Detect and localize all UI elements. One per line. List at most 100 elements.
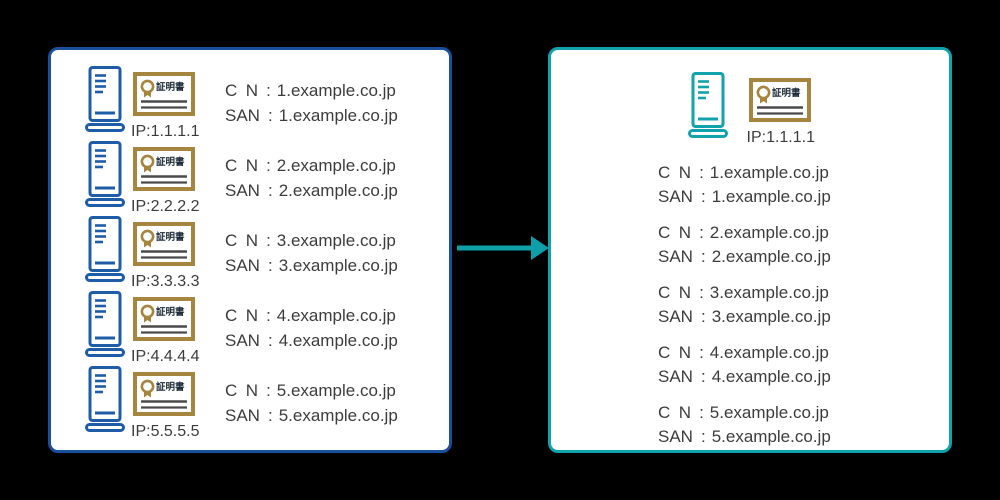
cn-value: 3.example.co.jp <box>709 283 829 302</box>
certificate-block: IP:3.3.3.3 <box>131 214 200 291</box>
certificate-icon <box>133 222 195 266</box>
server-icon <box>85 66 125 132</box>
certificate-block: IP:1.1.1.1 <box>131 64 200 141</box>
server-icon <box>85 141 125 207</box>
colon-separator: : <box>699 343 704 362</box>
certificate-block: IP:4.4.4.4 <box>131 289 200 366</box>
cn-line: C N:1.example.co.jp <box>658 161 949 185</box>
colon-separator: : <box>267 406 273 425</box>
cn-label: C N <box>658 403 692 422</box>
san-label: SAN <box>225 106 260 125</box>
san-value: 3.example.co.jp <box>711 307 831 326</box>
cn-line: C N:2.example.co.jp <box>225 153 398 178</box>
colon-separator: : <box>700 247 706 266</box>
colon-separator: : <box>700 367 706 386</box>
server-icon <box>85 291 125 357</box>
san-line: SAN:1.example.co.jp <box>225 103 398 128</box>
san-line: SAN:5.example.co.jp <box>658 425 949 449</box>
colon-separator: : <box>699 283 704 302</box>
cn-label: C N <box>658 283 692 302</box>
certificate-icon <box>133 372 195 416</box>
cn-label: C N <box>225 381 259 400</box>
server-row: IP:2.2.2.2 C N:2.example.co.jp SAN:2.exa… <box>85 139 449 215</box>
consolidated-server-panel: IP:1.1.1.1 C N:1.example.co.jp SAN:1.exa… <box>548 47 952 453</box>
colon-separator: : <box>267 331 273 350</box>
colon-separator: : <box>266 381 271 400</box>
san-line: SAN:4.example.co.jp <box>658 365 949 389</box>
certificate-icon <box>749 78 811 122</box>
san-label: SAN <box>658 367 693 386</box>
san-entries-list: C N:1.example.co.jp SAN:1.example.co.jp … <box>551 161 949 461</box>
cn-line: C N:2.example.co.jp <box>658 221 949 245</box>
cert-names-group: C N:2.example.co.jp SAN:2.example.co.jp <box>658 221 949 269</box>
colon-separator: : <box>266 156 271 175</box>
san-label: SAN <box>225 181 260 200</box>
cn-line: C N:3.example.co.jp <box>225 228 398 253</box>
source-servers-panel: IP:1.1.1.1 C N:1.example.co.jp SAN:1.exa… <box>48 47 452 453</box>
certificate-icon <box>133 297 195 341</box>
colon-separator: : <box>700 187 706 206</box>
cn-line: C N:4.example.co.jp <box>225 303 398 328</box>
cn-line: C N:5.example.co.jp <box>225 378 398 403</box>
cn-value: 1.example.co.jp <box>709 163 829 182</box>
cn-line: C N:3.example.co.jp <box>658 281 949 305</box>
server-row: IP:5.5.5.5 C N:5.example.co.jp SAN:5.exa… <box>85 364 449 441</box>
cn-value: 2.example.co.jp <box>276 156 396 175</box>
cn-value: 1.example.co.jp <box>276 81 396 100</box>
cn-label: C N <box>225 306 259 325</box>
cn-value: 4.example.co.jp <box>709 343 829 362</box>
san-value: 4.example.co.jp <box>278 331 398 350</box>
cn-value: 5.example.co.jp <box>709 403 829 422</box>
arrow-right-icon <box>457 236 549 260</box>
cn-label: C N <box>658 343 692 362</box>
certificate-block: IP:5.5.5.5 <box>131 364 200 441</box>
san-value: 1.example.co.jp <box>711 187 831 206</box>
server-ip-label: IP:2.2.2.2 <box>131 198 200 215</box>
cert-names-block: C N:3.example.co.jp SAN:3.example.co.jp <box>225 228 398 278</box>
server-row: IP:1.1.1.1 C N:1.example.co.jp SAN:1.exa… <box>85 64 449 141</box>
cert-names-block: C N:5.example.co.jp SAN:5.example.co.jp <box>225 378 398 428</box>
colon-separator: : <box>700 427 706 446</box>
certificate-icon <box>133 72 195 116</box>
cert-names-block: C N:2.example.co.jp SAN:2.example.co.jp <box>225 153 398 203</box>
cn-label: C N <box>225 156 259 175</box>
colon-separator: : <box>699 163 704 182</box>
san-value: 4.example.co.jp <box>711 367 831 386</box>
colon-separator: : <box>266 81 271 100</box>
colon-separator: : <box>699 223 704 242</box>
san-line: SAN:3.example.co.jp <box>658 305 949 329</box>
colon-separator: : <box>267 181 273 200</box>
san-value: 1.example.co.jp <box>278 106 398 125</box>
cn-label: C N <box>658 163 692 182</box>
san-label: SAN <box>658 307 693 326</box>
server-row: IP:3.3.3.3 C N:3.example.co.jp SAN:3.exa… <box>85 214 449 291</box>
cert-names-group: C N:1.example.co.jp SAN:1.example.co.jp <box>658 161 949 209</box>
san-label: SAN <box>225 331 260 350</box>
server-icon <box>688 72 728 138</box>
server-icon <box>85 366 125 432</box>
cn-line: C N:5.example.co.jp <box>658 401 949 425</box>
server-row: IP:4.4.4.4 C N:4.example.co.jp SAN:4.exa… <box>85 289 449 366</box>
server-ip-label: IP:1.1.1.1 <box>746 129 816 146</box>
cn-label: C N <box>225 231 259 250</box>
cn-label: C N <box>225 81 259 100</box>
san-line: SAN:4.example.co.jp <box>225 328 398 353</box>
san-label: SAN <box>658 247 693 266</box>
cert-names-group: C N:3.example.co.jp SAN:3.example.co.jp <box>658 281 949 329</box>
cn-value: 2.example.co.jp <box>709 223 829 242</box>
server-icon <box>85 216 125 282</box>
cert-names-block: C N:1.example.co.jp SAN:1.example.co.jp <box>225 78 398 128</box>
cert-names-block: C N:4.example.co.jp SAN:4.example.co.jp <box>225 303 398 353</box>
san-value: 2.example.co.jp <box>278 181 398 200</box>
colon-separator: : <box>266 306 271 325</box>
cn-value: 3.example.co.jp <box>276 231 396 250</box>
colon-separator: : <box>699 403 704 422</box>
server-ip-label: IP:5.5.5.5 <box>131 423 200 440</box>
san-value: 3.example.co.jp <box>278 256 398 275</box>
san-line: SAN:3.example.co.jp <box>225 253 398 278</box>
san-line: SAN:2.example.co.jp <box>225 178 398 203</box>
cert-names-group: C N:5.example.co.jp SAN:5.example.co.jp <box>658 401 949 449</box>
san-line: SAN:1.example.co.jp <box>658 185 949 209</box>
cn-line: C N:4.example.co.jp <box>658 341 949 365</box>
server-ip-label: IP:4.4.4.4 <box>131 348 200 365</box>
